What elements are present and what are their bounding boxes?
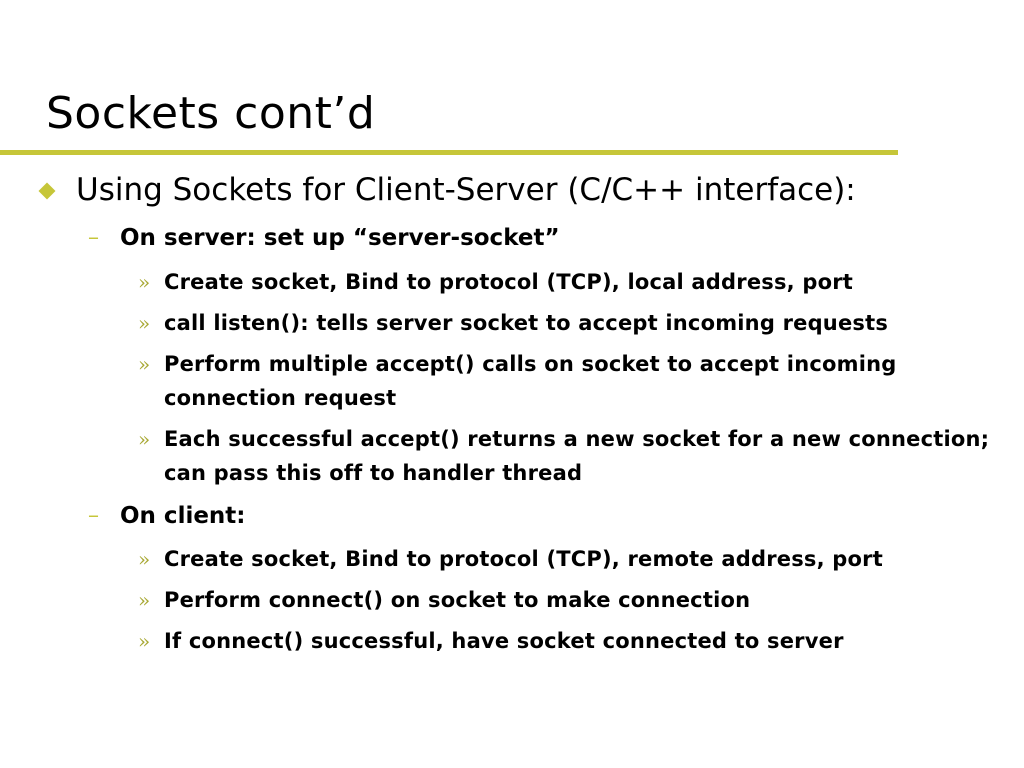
list-item-text: Perform connect() on socket to make conn… bbox=[164, 588, 751, 612]
chevron-bullet-icon: » bbox=[138, 352, 151, 376]
slide-title: Sockets cont’d bbox=[46, 88, 376, 139]
list-item-text: Create socket, Bind to protocol (TCP), l… bbox=[164, 270, 854, 294]
list-item-text: If connect() successful, have socket con… bbox=[164, 629, 844, 653]
chevron-bullet-icon: » bbox=[138, 629, 151, 653]
server-heading: On server: set up “server-socket” bbox=[120, 225, 560, 251]
diamond-bullet-icon bbox=[38, 182, 56, 200]
dash-bullet-icon: – bbox=[88, 225, 99, 250]
title-underline bbox=[0, 150, 898, 155]
dash-bullet-icon: – bbox=[88, 503, 99, 528]
list-item-text: Create socket, Bind to protocol (TCP), r… bbox=[164, 547, 883, 571]
chevron-bullet-icon: » bbox=[138, 547, 151, 571]
list-item-text: Perform multiple accept() calls on socke… bbox=[164, 352, 897, 410]
main-bullet-text: Using Sockets for Client-Server (C/C++ i… bbox=[76, 172, 856, 208]
chevron-bullet-icon: » bbox=[138, 270, 151, 294]
list-item-text: call listen(): tells server socket to ac… bbox=[164, 311, 889, 335]
chevron-bullet-icon: » bbox=[138, 588, 151, 612]
client-heading: On client: bbox=[120, 503, 246, 529]
chevron-bullet-icon: » bbox=[138, 311, 151, 335]
list-item-text: Each successful accept() returns a new s… bbox=[164, 427, 990, 485]
chevron-bullet-icon: » bbox=[138, 427, 151, 451]
